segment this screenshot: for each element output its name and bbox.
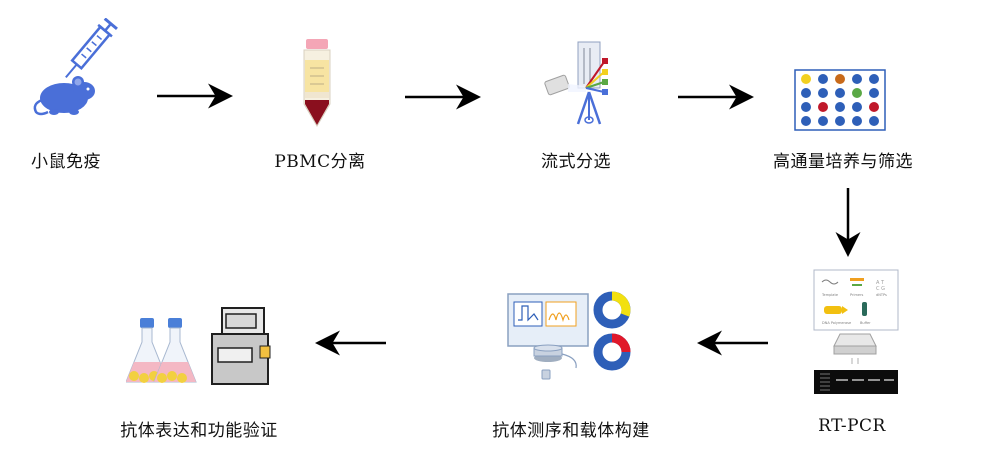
svg-text:Primers: Primers [850, 293, 863, 297]
svg-text:A T: A T [876, 280, 885, 286]
plate-well [801, 102, 811, 112]
expression-flasks-icon [126, 307, 271, 385]
svg-text:C G: C G [876, 286, 885, 292]
flow-sorter-icon [544, 41, 608, 125]
mouse-syringe-icon [33, 18, 118, 116]
plate-well [852, 74, 862, 84]
step-label-rtpcr: RT-PCR [818, 416, 886, 436]
plate-well [835, 88, 845, 98]
plate-well [835, 74, 845, 84]
plate-well [869, 116, 879, 126]
plate-well [801, 88, 811, 98]
step-label-sequencing: 抗体测序和载体构建 [492, 421, 650, 441]
plate-well [852, 88, 862, 98]
svg-text:DNA Polymerase: DNA Polymerase [822, 321, 851, 325]
plate-well [869, 88, 879, 98]
plate-well [869, 102, 879, 112]
svg-text:Buffer: Buffer [860, 321, 871, 325]
step-label-mouse: 小鼠免疫 [31, 152, 101, 172]
well-plate-icon [794, 69, 886, 131]
step-label-pbmc: PBMC分离 [274, 152, 366, 172]
step-label-culture: 高通量培养与筛选 [773, 152, 913, 172]
sequencing-computer-icon [507, 291, 631, 380]
plate-well [835, 102, 845, 112]
plate-well [869, 74, 879, 84]
step-label-expression: 抗体表达和功能验证 [120, 421, 278, 441]
svg-text:Template: Template [821, 293, 838, 297]
plate-well [852, 116, 862, 126]
rt-pcr-icon: A T C G Template Primers dNTPs DNA Polym… [813, 269, 899, 394]
svg-text:dNTPs: dNTPs [876, 293, 887, 297]
plate-well [818, 116, 828, 126]
plate-well [852, 102, 862, 112]
centrifuge-tube-icon [303, 39, 331, 127]
plate-well [818, 88, 828, 98]
plate-well [801, 116, 811, 126]
step-label-flow: 流式分选 [541, 152, 611, 172]
plate-well [835, 116, 845, 126]
plate-well [818, 102, 828, 112]
plate-well [801, 74, 811, 84]
plate-well [818, 74, 828, 84]
